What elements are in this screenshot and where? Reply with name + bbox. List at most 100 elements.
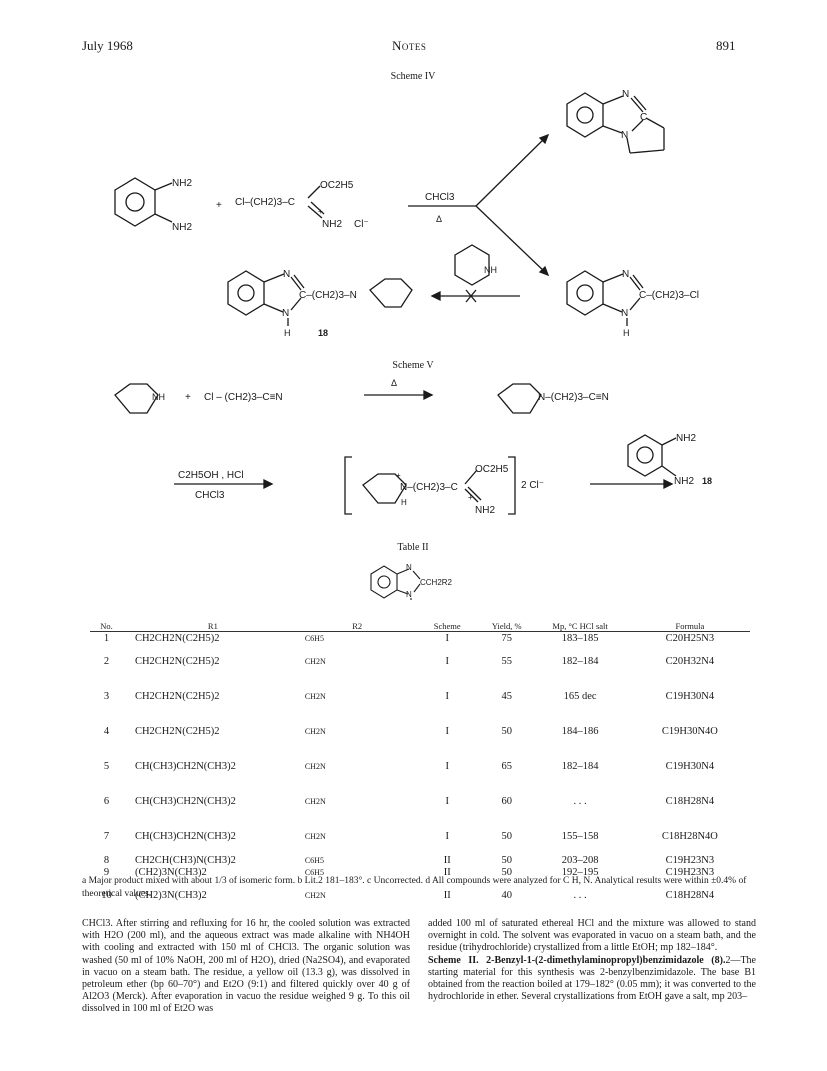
cell-mp: 182–184 [561, 761, 599, 772]
cell-r1: CH2CH2N(C2H5)2 [134, 691, 220, 702]
pyrrolobenzimidazole-structure [566, 92, 665, 154]
o-phenylenediamine-structure [114, 177, 173, 227]
compound-18-label: 18 [702, 476, 712, 486]
oc2h5-label: OC2H5 [320, 180, 354, 191]
salt-chain-label: N–(CH2)3–C [400, 482, 458, 493]
plus-charge: + [396, 471, 401, 480]
piperidine-structure [114, 383, 159, 414]
cell-no: 6 [103, 796, 110, 807]
section-heading: Scheme II. 2-Benzyl-1-(2-dimethylaminopr… [428, 954, 726, 966]
plus-sign: + [185, 392, 191, 403]
cell-r2: C6H5 [304, 855, 324, 865]
cell-r2: CH2N [304, 832, 326, 841]
cell-formula: C19H30N4 [665, 691, 715, 702]
atom-n-label: N [622, 269, 629, 280]
atom-n-label: N [283, 269, 290, 280]
nh2-bottom-label: NH2 [674, 476, 694, 487]
body-right-column: added 100 ml of saturated ethereal HCl a… [428, 918, 756, 1003]
header-section: Notes [392, 38, 427, 53]
cell-r1: CH(CH3)CH2N(CH3)2 [134, 796, 236, 807]
cell-r1: (CH2)3N(CH3)2 [134, 866, 207, 878]
cell-yield: 50 [501, 831, 512, 842]
atom-h-label: H [623, 328, 630, 338]
nh-label: NH [152, 392, 165, 402]
cell-r1: CH(CH3)CH2N(CH3)2 [134, 761, 236, 772]
col-yield: Yield, % [482, 607, 531, 632]
cell-formula: C18H28N4O [661, 831, 718, 842]
piperidine-reagent-structure [454, 244, 490, 286]
cell-r1: CH2CH(CH3)N(CH3)2 [134, 854, 236, 866]
cell-formula: C19H30N4 [665, 761, 715, 772]
cell-r1: CH(CH3)CH2N(CH3)2 [134, 831, 236, 842]
col-r1: R1 [122, 607, 303, 632]
cell-r1: (CH2)3N(CH3)2 [134, 890, 207, 901]
cell-no: 8 [103, 854, 110, 866]
cell-scheme: I [445, 656, 449, 667]
benzimidazole-general-structure [370, 565, 421, 600]
atom-n-label: N [622, 89, 629, 100]
cell-scheme: I [445, 691, 449, 702]
body-left-column: CHCl3. After stirring and refluxing for … [82, 918, 410, 1016]
cell-mp: 155–158 [561, 831, 599, 842]
cell-r2: CH2N [304, 657, 326, 666]
imidate-chain: Cl–(CH2)3–C [235, 197, 295, 208]
cell-r1: CH2CH2N(C2H5)2 [134, 656, 220, 667]
cell-yield: 40 [501, 890, 512, 901]
atom-n-label: N [406, 563, 412, 572]
atom-n-label: N [621, 130, 628, 141]
cell-formula: C19H23N3 [665, 854, 715, 866]
cell-formula: C18H28N4 [665, 796, 715, 807]
cell-yield: 50 [501, 866, 512, 878]
imidate-salt-structure [344, 456, 516, 515]
cell-formula: C20H32N4 [665, 656, 715, 667]
piperidinopropyl-benzimidazole-structure [227, 270, 413, 326]
chloropropyl-benzimidazole-structure [566, 270, 644, 326]
cell-r2: CH2N [304, 692, 326, 701]
atom-n-label: N [406, 590, 412, 599]
scheme5-title: Scheme V [392, 360, 434, 371]
cell-mp: 182–184 [561, 656, 599, 667]
cell-r2: C6H5 [304, 867, 324, 877]
cell-mp: . . . [573, 890, 587, 901]
atom-h-label: H [284, 328, 291, 338]
body-paragraph: added 100 ml of saturated ethereal HCl a… [428, 918, 756, 954]
cell-scheme: II [443, 854, 451, 866]
heat-label: Δ [391, 378, 397, 388]
plus-charge: + [318, 207, 323, 216]
cell-formula: C18H28N4 [665, 890, 715, 901]
piperidinobutyronitrile-structure [497, 383, 542, 414]
atom-h-label: H [401, 498, 407, 507]
nitrile-product-label: N–(CH2)3–C≡N [538, 392, 609, 403]
cell-yield: 50 [501, 726, 512, 737]
cell-no: 9 [103, 866, 110, 878]
plus-sign: + [216, 200, 222, 211]
cell-no: 5 [103, 761, 110, 772]
cell-yield: 50 [501, 854, 512, 866]
table-footnote: a Major product mixed with about 1/3 of … [82, 876, 747, 899]
dichloride-label: 2 Cl⁻ [521, 480, 544, 491]
scheme4-title: Scheme IV [391, 71, 436, 82]
cell-scheme: I [445, 761, 449, 772]
nh2-top-label: NH2 [676, 433, 696, 444]
cell-yield: 55 [501, 656, 512, 667]
cell-formula: C20H25N3 [665, 632, 715, 644]
cell-no: 2 [103, 656, 110, 667]
cell-r2: C6H5 [304, 633, 324, 643]
cell-scheme: I [445, 796, 449, 807]
page-number: 891 [716, 38, 736, 53]
cell-no: 3 [103, 691, 110, 702]
col-no: No. [90, 607, 123, 632]
cell-r2: CH2N [304, 797, 326, 806]
cell-no: 4 [103, 726, 110, 737]
cell-mp: 183–185 [561, 632, 599, 644]
oc2h5-label: OC2H5 [475, 464, 509, 475]
ethanol-hcl-label: C2H5OH , HCl [178, 470, 244, 481]
chcl3-label: CHCl3 [425, 192, 455, 203]
plus-charge: + [468, 493, 473, 502]
